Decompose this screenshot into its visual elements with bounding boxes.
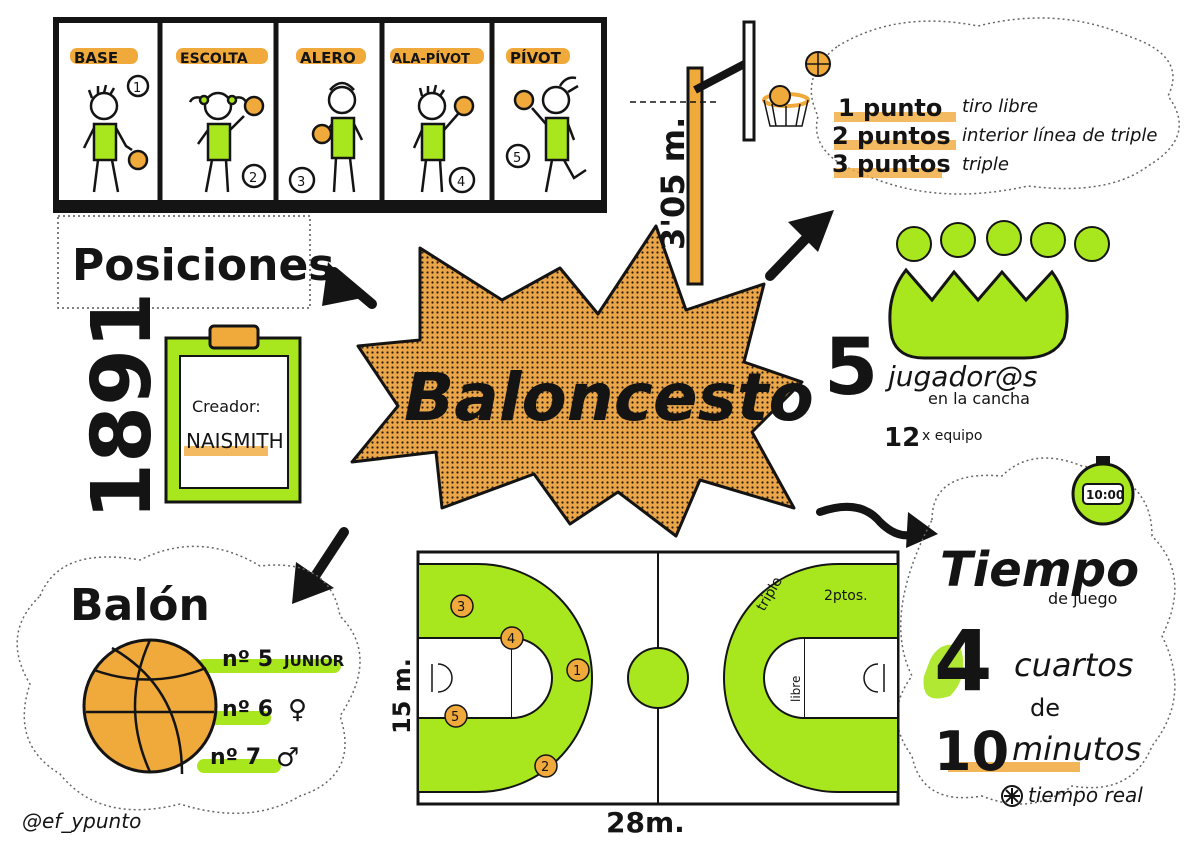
players-sub: en la cancha	[928, 389, 1030, 408]
court-width-label: 28m.	[606, 806, 685, 839]
position-number-2: 2	[249, 171, 257, 186]
minutes-label: minutos	[1012, 730, 1141, 768]
position-number-3: 3	[297, 175, 305, 190]
player-figure-alero	[288, 81, 364, 194]
year-label: 1891	[75, 292, 170, 520]
court-marker-4: 4	[507, 632, 515, 647]
arrow-up-left-icon	[322, 262, 377, 309]
time-cloud	[896, 457, 1176, 805]
court-marker-2: 2	[541, 760, 549, 775]
court-marker-3: 3	[457, 600, 465, 615]
creator-label: Creador:	[192, 397, 261, 416]
title-starburst	[350, 224, 804, 538]
court-label-libre: libre	[789, 676, 803, 702]
hoop-height-label: 3'05 m.	[654, 117, 692, 250]
ball-size-2: nº 6	[222, 697, 273, 722]
score-points-2: 2 puntos	[832, 122, 951, 150]
team-label: x equipo	[922, 428, 982, 444]
position-label-4: ALA-PÍVOT	[392, 51, 470, 67]
arrow-curved-right-icon	[816, 502, 938, 548]
time-note: tiempo real	[1028, 783, 1143, 807]
basketball-icon	[82, 638, 218, 775]
quarters-label: cuartos	[1014, 646, 1133, 684]
player-figure-ala-pivot	[412, 84, 476, 194]
hoop-illustration	[630, 20, 810, 286]
players-label: jugador@s	[884, 360, 1037, 393]
players-count: 5	[824, 323, 878, 413]
main-title: Baloncesto	[404, 359, 814, 436]
stopwatch-readout: 10:00	[1086, 488, 1124, 502]
ball-size-1: nº 5	[222, 647, 273, 672]
stopwatch-icon	[1071, 456, 1135, 526]
position-label-5: PÍVOT	[510, 48, 562, 67]
position-number-4: 4	[457, 175, 465, 190]
position-label-2: ESCOLTA	[180, 51, 248, 67]
court-marker-1: 1	[573, 664, 581, 679]
ball-size-1-label: JUNIOR	[283, 652, 345, 670]
ball-size-3-label: ♂	[276, 743, 299, 773]
quarters-count: 4	[934, 612, 992, 710]
score-points-1: 1 punto	[838, 94, 942, 122]
ball-title: Balón	[70, 580, 210, 631]
asterisk-icon	[1001, 785, 1023, 807]
team-count: 12	[884, 423, 920, 453]
minutes-count: 10	[934, 720, 1009, 783]
court-diagram	[416, 550, 900, 806]
position-number-5: 5	[513, 151, 521, 166]
player-figure-escolta	[188, 91, 267, 193]
quarters-of: de	[1030, 694, 1060, 722]
score-desc-1: tiro libre	[962, 96, 1038, 117]
ball-size-2-label: ♀	[288, 695, 307, 725]
positions-panel: BASE ESCOLTA ALERO ALA-PÍVOT PÍVOT 1	[53, 17, 607, 309]
author-handle: @ef_ypunto	[22, 809, 141, 833]
score-desc-2: interior línea de triple	[962, 125, 1158, 146]
player-figure-base	[82, 74, 150, 193]
position-label-3: ALERO	[300, 49, 356, 67]
time-subtitle: de juego	[1048, 589, 1117, 608]
court-marker-5: 5	[451, 710, 459, 725]
position-label-1: BASE	[74, 49, 118, 67]
court-label-2ptos: 2ptos.	[824, 588, 868, 604]
ball-size-3: nº 7	[210, 745, 261, 770]
clipboard-icon	[164, 324, 302, 504]
player-figure-pivot	[505, 76, 587, 193]
players-crown-icon	[888, 220, 1110, 360]
arrow-up-right-icon	[765, 210, 834, 281]
court-height-label: 15 m.	[388, 658, 416, 734]
positions-heading: Posiciones	[72, 240, 335, 291]
score-desc-3: triple	[962, 154, 1009, 175]
scoring-section	[805, 17, 1180, 195]
position-number-1: 1	[133, 81, 141, 96]
time-title: Tiempo	[940, 542, 1139, 598]
arrow-down-left-icon	[292, 527, 349, 604]
score-points-3: 3 puntos	[832, 150, 951, 178]
creator-name: NAISMITH	[186, 429, 284, 453]
